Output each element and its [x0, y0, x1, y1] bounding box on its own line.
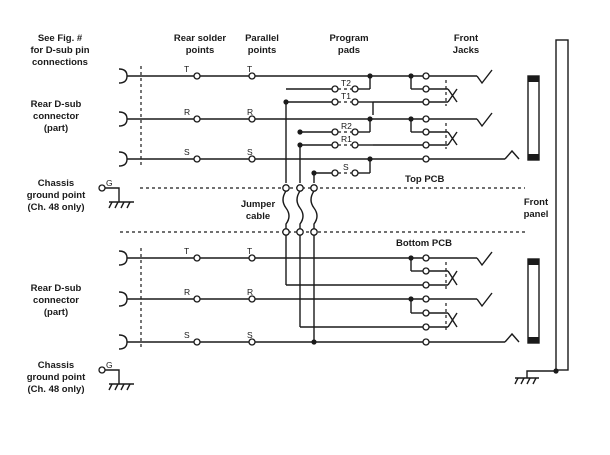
header-parallel: Parallel points — [245, 33, 279, 56]
header-program-line2: pads — [338, 45, 360, 56]
chassis-top-line2: ground point — [27, 190, 86, 201]
label-top-parallel-r: R — [247, 107, 253, 117]
jumper-cable-label: Jumper cable — [241, 199, 276, 222]
pad-label-s: S — [343, 162, 349, 172]
header-front-jacks: Front Jacks — [453, 33, 479, 56]
front-panel-line2: panel — [524, 209, 549, 220]
label-chassis-bottom: Chassis ground point (Ch. 48 only) — [27, 360, 86, 395]
front-jack-bottom-t-switch — [408, 254, 458, 289]
front-jack-top-t-switch — [373, 72, 458, 106]
chassis-bottom-line3: (Ch. 48 only) — [27, 384, 84, 395]
jack-top-s-sleeve — [504, 149, 520, 160]
header-parallel-line2: points — [248, 45, 277, 56]
chassis-bottom-line2: ground point — [27, 372, 86, 383]
dsub-pin-top-r — [118, 111, 128, 127]
pad-label-r2: R2 — [341, 121, 352, 131]
program-pads-top-r — [297, 116, 373, 149]
label-bottom-parallel-t: T — [247, 246, 252, 256]
chassis-top-line1: Chassis — [38, 178, 74, 189]
parallel-point-top-s — [248, 155, 256, 163]
header-fig-reference: See Fig. # for D-sub pin connections — [30, 33, 89, 68]
front-panel — [555, 39, 569, 371]
rear-dsub-bottom-line2: connector — [33, 295, 79, 306]
header-fig-line2: for D-sub pin — [30, 45, 89, 56]
solder-point-top-t — [193, 72, 201, 80]
front-jack-bottom-r-switch — [408, 295, 458, 346]
dsub-pin-top-t — [118, 68, 128, 84]
parallel-point-top-r — [248, 115, 256, 123]
rear-dsub-top-line1: Rear D-sub — [31, 99, 82, 110]
rear-dsub-top-line3: (part) — [44, 123, 68, 134]
header-parallel-line1: Parallel — [245, 33, 279, 44]
jack-bottom-t-tip — [476, 251, 493, 267]
front-panel-ground — [514, 368, 559, 385]
chassis-bottom-line1: Chassis — [38, 360, 74, 371]
solder-point-top-s — [193, 155, 201, 163]
jack-bottom-r-tip — [476, 292, 493, 308]
chassis-ground-bottom: G — [98, 360, 134, 391]
label-bottom-solder-t: T — [184, 246, 189, 256]
chassis-ground-top: G — [98, 178, 134, 209]
front-jack-slot-top — [527, 75, 540, 161]
label-top-solder-t: T — [184, 64, 189, 74]
label-rear-dsub-bottom: Rear D-sub connector (part) — [31, 283, 82, 318]
dsub-pin-bottom-r — [118, 291, 128, 307]
header-fig-line1: See Fig. # — [38, 33, 83, 44]
solder-point-bottom-t — [193, 254, 201, 262]
parallel-point-bottom-s — [248, 338, 256, 346]
dsub-pin-bottom-t — [118, 250, 128, 266]
header-rear-solder-line1: Rear solder — [174, 33, 227, 44]
header-front-jacks-line2: Jacks — [453, 45, 479, 56]
jack-top-t-tip — [476, 69, 493, 85]
parallel-point-bottom-r — [248, 295, 256, 303]
pad-label-t2: T2 — [341, 78, 351, 88]
front-panel-line1: Front — [524, 197, 549, 208]
program-pads-top-t — [283, 73, 374, 115]
program-pads-top-s — [311, 156, 373, 177]
bottom-pcb-label: Bottom PCB — [396, 238, 452, 249]
front-panel-label: Front panel — [524, 197, 549, 220]
parallel-point-top-t — [248, 72, 256, 80]
label-ground-bottom: G — [106, 360, 113, 370]
header-rear-solder: Rear solder points — [174, 33, 227, 56]
header-front-jacks-line1: Front — [454, 33, 479, 44]
rear-dsub-bottom-line1: Rear D-sub — [31, 283, 82, 294]
label-rear-dsub-top: Rear D-sub connector (part) — [31, 99, 82, 134]
label-bottom-parallel-r: R — [247, 287, 253, 297]
header-program-pads: Program pads — [329, 33, 368, 56]
pad-label-t1: T1 — [341, 91, 351, 101]
jack-top-r-tip — [476, 112, 493, 128]
label-bottom-parallel-s: S — [247, 330, 253, 340]
header-fig-line3: connections — [32, 57, 88, 68]
dsub-pin-top-s — [118, 151, 128, 167]
front-jack-slot-bottom — [527, 258, 540, 344]
solder-point-bottom-s — [193, 338, 201, 346]
chassis-top-line3: (Ch. 48 only) — [27, 202, 84, 213]
jumper-line2: cable — [246, 211, 270, 222]
jack-bottom-s-sleeve — [504, 332, 520, 343]
label-bottom-solder-s: S — [184, 330, 190, 340]
solder-point-top-r — [193, 115, 201, 123]
label-top-parallel-t: T — [247, 64, 252, 74]
label-chassis-top: Chassis ground point (Ch. 48 only) — [27, 178, 86, 213]
label-top-parallel-s: S — [247, 147, 253, 157]
header-rear-solder-line2: points — [186, 45, 215, 56]
rear-dsub-bottom-line3: (part) — [44, 307, 68, 318]
front-jack-top-r-switch — [373, 115, 458, 163]
dsub-pin-bottom-s — [118, 334, 128, 350]
pad-label-r1: R1 — [341, 134, 352, 144]
label-bottom-solder-r: R — [184, 287, 190, 297]
label-top-solder-s: S — [184, 147, 190, 157]
jumper-bus — [282, 102, 318, 345]
rear-dsub-top-line2: connector — [33, 111, 79, 122]
jumper-line1: Jumper — [241, 199, 276, 210]
top-pcb-label: Top PCB — [405, 174, 445, 185]
label-top-solder-r: R — [184, 107, 190, 117]
header-program-line1: Program — [329, 33, 368, 44]
parallel-point-bottom-t — [248, 254, 256, 262]
label-ground-top: G — [106, 178, 113, 188]
solder-point-bottom-r — [193, 295, 201, 303]
